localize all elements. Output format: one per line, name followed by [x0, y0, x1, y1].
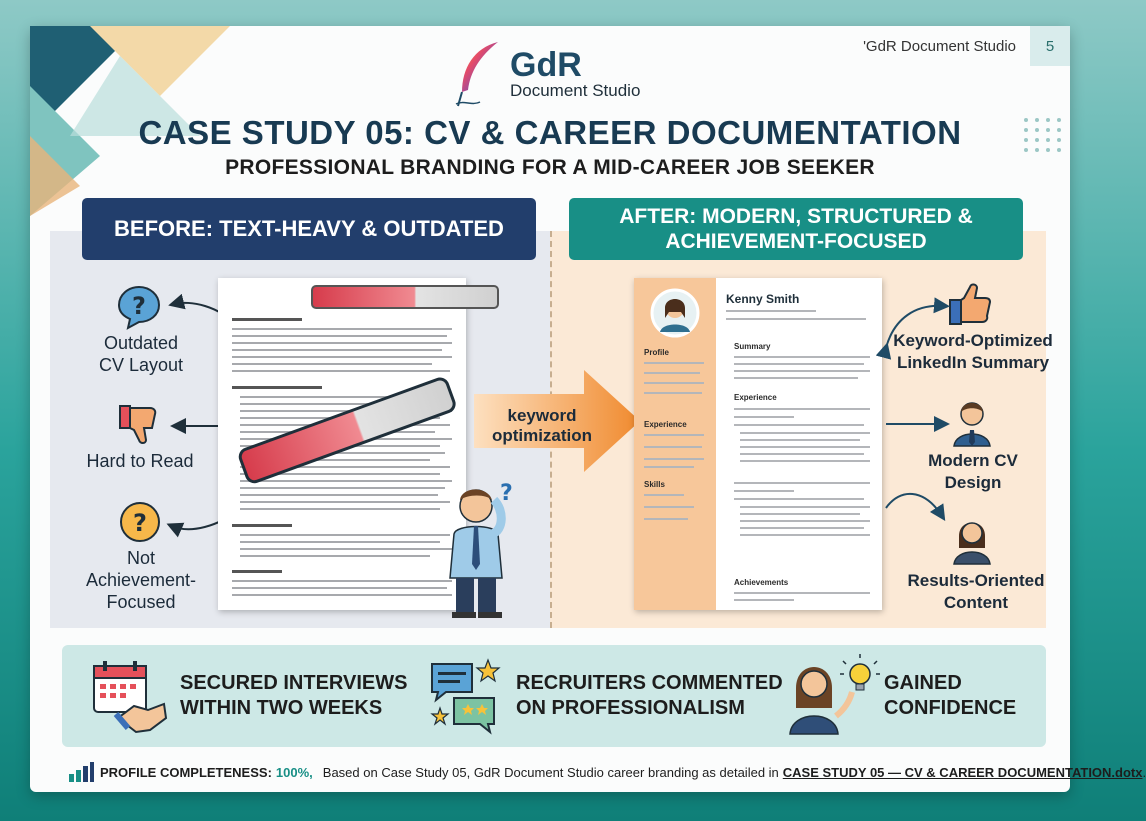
- after-header-line1: AFTER: MODERN, STRUCTURED &: [619, 205, 973, 228]
- logo: GdR Document Studio: [454, 40, 640, 108]
- issue-outdated-label: Outdated CV Layout: [98, 333, 184, 375]
- header-right: 'GdR Document Studio 5: [863, 26, 1070, 66]
- confused-man-icon: ?: [449, 481, 513, 618]
- cv-sidebar-skills: Skills: [644, 480, 665, 489]
- woman-avatar-icon: [953, 522, 991, 565]
- thumbs-up-icon: [949, 283, 992, 325]
- page-title: CASE STUDY 05: CV & CAREER DOCUMENTATION: [138, 114, 962, 151]
- slide: 'GdR Document Studio 5 GdR Document Stud…: [30, 26, 1146, 792]
- benefit-design-label: Modern CV Design: [928, 451, 1018, 492]
- profile-photo-icon: [650, 288, 700, 338]
- calendar-handshake-icon: [93, 661, 168, 734]
- thumbs-down-icon: [119, 405, 157, 444]
- new-cv-document: Profile Experience Skills Kenny Smith Su…: [634, 278, 882, 610]
- bar-chart-icon: [69, 762, 94, 782]
- cv-sidebar-profile: Profile: [644, 348, 669, 357]
- result-confidence-text: GAINED CONFIDENCE: [884, 672, 1017, 719]
- page-subtitle: PROFESSIONAL BRANDING FOR A MID-CAREER J…: [225, 156, 875, 179]
- cv-section-achievements: Achievements: [734, 578, 789, 587]
- logo-main-text: GdR: [510, 46, 582, 84]
- chat-stars-icon: [430, 658, 501, 735]
- cv-sidebar-experience: Experience: [644, 420, 687, 429]
- result-recruiters-text: RECRUITERS COMMENTED ON PROFESSIONALISM: [516, 672, 783, 719]
- issue-not-achievement-label: Not Achievement- Focused: [85, 548, 197, 612]
- idea-woman-icon: [789, 654, 880, 735]
- readability-warning-bars: [238, 285, 499, 484]
- feather-logo-icon: [455, 42, 498, 107]
- cv-name: Kenny Smith: [726, 292, 800, 306]
- cv-section-experience: Experience: [734, 393, 777, 402]
- issue-hard-to-read-label: Hard to Read: [86, 451, 194, 471]
- svg-text:?: ?: [133, 509, 147, 537]
- man-avatar-icon: [953, 402, 991, 447]
- footer-document-link[interactable]: CASE STUDY 05 — CV & CAREER DOCUMENTATIO…: [782, 764, 1143, 780]
- result-interviews-text: SECURED INTERVIEWS WITHIN TWO WEEKS: [180, 672, 408, 719]
- svg-text:?: ?: [132, 292, 146, 320]
- question-circle-icon: ?: [120, 502, 160, 542]
- benefit-results-label: Results-Oriented Content: [907, 571, 1045, 612]
- results-band: [62, 645, 1046, 747]
- page-number: 5: [1030, 26, 1070, 66]
- logo-sub-text: Document Studio: [510, 81, 641, 100]
- dot-grid-decoration: [1024, 118, 1062, 152]
- footer-label: PROFILE COMPLETENESS:: [100, 764, 272, 780]
- corner-decoration: [30, 26, 230, 216]
- after-header-line2: ACHIEVEMENT-FOCUSED: [665, 230, 927, 253]
- question-bubble-icon: ?: [117, 285, 161, 330]
- footer-text: Based on Case Study 05, GdR Document Stu…: [322, 764, 779, 780]
- transformation-arrow-icon: [474, 370, 640, 472]
- after-header: AFTER: MODERN, STRUCTURED & ACHIEVEMENT-…: [569, 198, 1023, 260]
- footer-value: 100%,: [275, 764, 313, 780]
- benefit-arrows: [875, 297, 950, 522]
- keyword-optimization-label: keyword optimization: [491, 406, 593, 445]
- svg-text:?: ?: [500, 481, 513, 506]
- footer: PROFILE COMPLETENESS: 100%, Based on Cas…: [68, 762, 1146, 782]
- studio-name: 'GdR Document Studio: [863, 37, 1016, 55]
- footer-end: .: [1142, 764, 1146, 780]
- cv-section-summary: Summary: [734, 342, 771, 351]
- before-header: BEFORE: TEXT-HEAVY & OUTDATED: [82, 198, 536, 260]
